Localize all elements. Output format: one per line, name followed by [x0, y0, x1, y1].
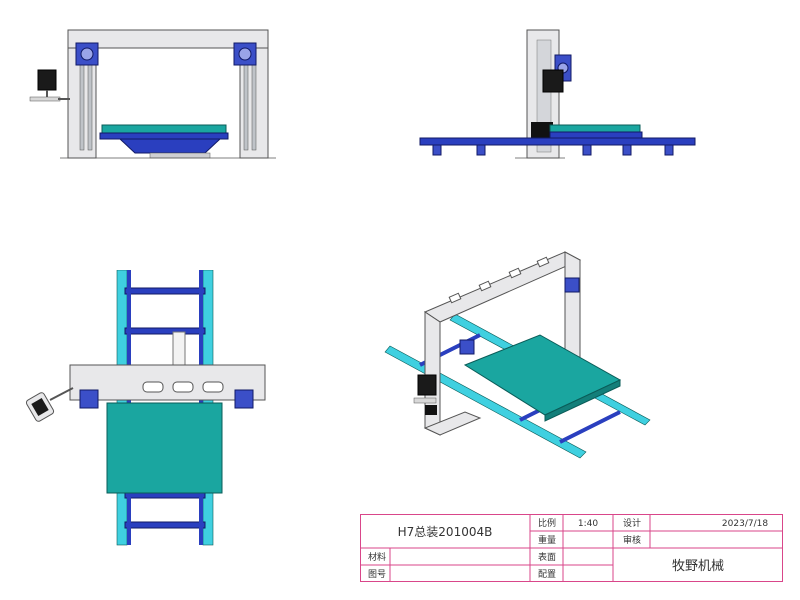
iso-monitor [417, 374, 437, 396]
side-rail [419, 137, 696, 146]
drawing-date: 2023/7/18 [722, 519, 768, 529]
iso-gantry-beam [423, 251, 582, 323]
top-view [25, 270, 266, 546]
drawing-number-label: 图号 [368, 569, 386, 580]
scale-value: 1:40 [578, 519, 598, 529]
surface-label: 表面 [538, 551, 556, 563]
top-beam [67, 29, 269, 49]
weight-label: 重量 [538, 534, 556, 546]
scale-label: 比例 [538, 517, 556, 529]
front-view [29, 29, 276, 159]
iso-right-column [564, 251, 581, 359]
isometric-view [384, 251, 651, 459]
iso-left-column [424, 311, 441, 436]
material-label: 材料 [368, 551, 386, 563]
review-label: 审核 [623, 534, 641, 546]
config-label: 配置 [538, 569, 556, 580]
side-bed [549, 124, 641, 133]
monitor [37, 69, 57, 91]
top-gantry [69, 364, 266, 401]
top-bed [106, 402, 223, 494]
title-block: H7总装201004B 比例 1:40 设计 2023/7/18 重量 审核 材… [360, 514, 783, 582]
side-view [419, 29, 696, 159]
side-monitor [542, 69, 564, 93]
drawing-title: H7总装201004B [398, 525, 493, 539]
company-name: 牧野机械 [672, 559, 724, 574]
design-label: 设计 [623, 517, 641, 529]
